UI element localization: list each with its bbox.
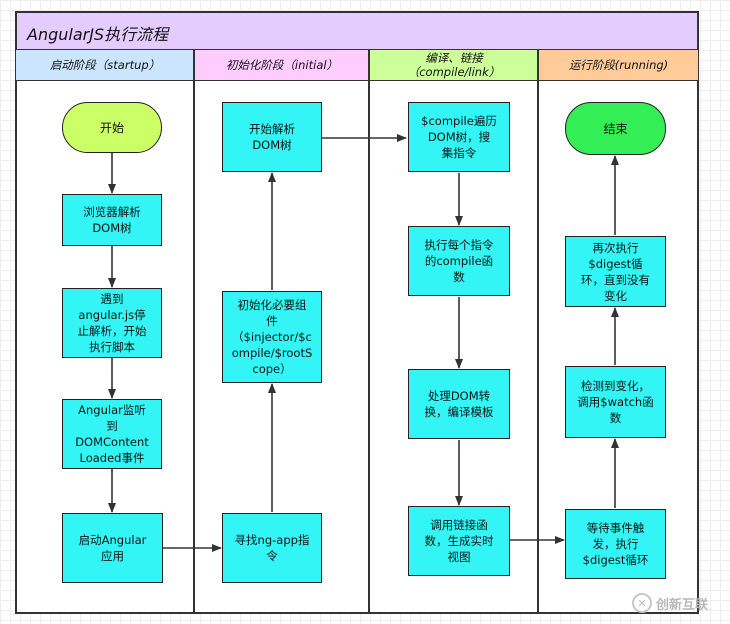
call-link-node: 调用链接函 数，生成实时 视图	[408, 506, 510, 576]
browser-parse-label: 浏览器解析 DOM树	[83, 205, 141, 235]
wait-event-node: 等待事件触 发，执行 $digest循环	[565, 509, 666, 579]
start-angular-label: 启动Angular 应用	[78, 533, 147, 563]
angular-js-label: 遇到 angular.js停 止解析，开始 执行脚本	[77, 292, 147, 354]
digest-again-node: 再次执行 $digest循 环，直到没有 变化	[565, 236, 666, 307]
lane-divider-1	[193, 49, 195, 614]
lane-header-running: 运行阶段(running)	[538, 49, 699, 81]
angular-listen-label: Angular监听 到 DOMContent Loaded事件	[75, 403, 149, 465]
call-link-label: 调用链接函 数，生成实时 视图	[424, 518, 494, 564]
lane-label-startup: 启动阶段（startup）	[49, 58, 161, 72]
lane-label-initial: 初始化阶段（initial）	[225, 58, 339, 72]
diagram-title: AngularJS执行流程	[27, 25, 169, 44]
end-node-label: 结束	[603, 121, 628, 136]
lane-header-compile-link: 编译、链接 （compile/link）	[369, 49, 539, 81]
detect-change-label: 检测到变化， 调用$watch函 数	[577, 379, 654, 425]
lane-label-running: 运行阶段(running)	[568, 58, 669, 72]
exec-compile-node: 执行每个指令 的compile函 数	[408, 226, 510, 296]
start-node-label: 开始	[99, 120, 124, 135]
watermark: ✕ 创新互联	[632, 593, 708, 613]
lane-divider-3	[537, 49, 539, 614]
process-dom-label: 处理DOM转 换，编译模板	[424, 389, 494, 419]
find-ngapp-label: 寻找ng-app指 令	[234, 533, 310, 563]
lane-header-initial: 初始化阶段（initial）	[194, 49, 370, 81]
lane-divider-2	[368, 49, 370, 614]
lane-label-compile-link: 编译、链接 （compile/link）	[407, 51, 501, 79]
angular-js-node: 遇到 angular.js停 止解析，开始 执行脚本	[62, 288, 162, 358]
init-components-node: 初始化必要组 件 （$injector/$c ompile/$rootS cop…	[222, 291, 322, 383]
find-ngapp-node: 寻找ng-app指 令	[222, 513, 322, 583]
start-angular-node: 启动Angular 应用	[62, 513, 163, 583]
browser-parse-node: 浏览器解析 DOM树	[62, 194, 162, 246]
start-node: 开始	[62, 102, 162, 153]
title-bar: AngularJS执行流程	[15, 11, 699, 51]
detect-change-node: 检测到变化， 调用$watch函 数	[565, 366, 666, 438]
compile-traverse-label: $compile遍历 DOM树，搜 集指令	[421, 114, 497, 160]
init-components-label: 初始化必要组 件 （$injector/$c ompile/$rootS cop…	[231, 298, 313, 376]
parse-dom-label: 开始解析 DOM树	[249, 122, 295, 152]
end-node: 结束	[565, 102, 666, 155]
wait-event-label: 等待事件触 发，执行 $digest循环	[582, 521, 649, 567]
watermark-logo-icon: ✕	[632, 593, 652, 613]
digest-again-label: 再次执行 $digest循 环，直到没有 变化	[581, 240, 650, 303]
watermark-text: 创新互联	[656, 597, 709, 613]
parse-dom-node: 开始解析 DOM树	[222, 102, 322, 172]
compile-traverse-node: $compile遍历 DOM树，搜 集指令	[408, 102, 510, 172]
process-dom-node: 处理DOM转 换，编译模板	[408, 369, 510, 439]
angular-listen-node: Angular监听 到 DOMContent Loaded事件	[62, 399, 162, 469]
exec-compile-label: 执行每个指令 的compile函 数	[424, 238, 494, 284]
